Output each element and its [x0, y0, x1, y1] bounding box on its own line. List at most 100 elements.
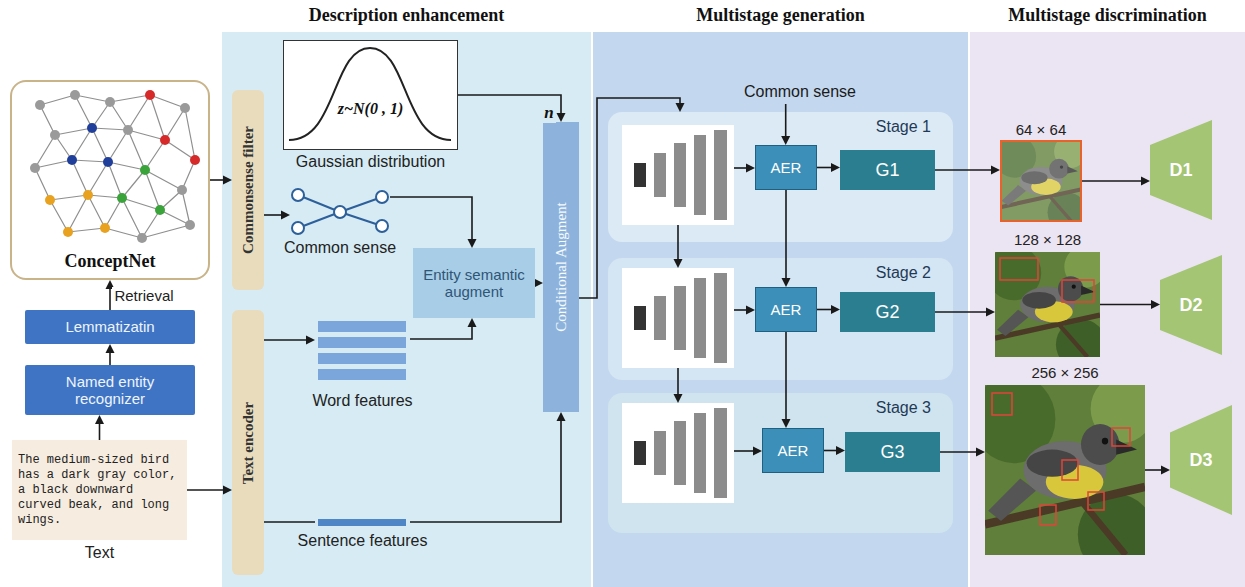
commonsense-graph-icon: [334, 206, 346, 218]
trapezoid-outline: [1160, 255, 1222, 355]
connector-line: [1100, 304, 1153, 306]
generated-image: [1000, 140, 1082, 222]
connector-arrow: [781, 104, 790, 145]
word-feature-bars: [318, 321, 406, 380]
connector-line: [109, 351, 111, 365]
arrow-head: [991, 166, 1000, 175]
generated-image: [972, 375, 1154, 576]
caption: Gaussian distribution: [296, 153, 445, 171]
connector-arrow: [1100, 300, 1160, 309]
connector-arrow: [264, 335, 315, 344]
knowledge-graph: [177, 185, 187, 195]
connector-line: [817, 309, 833, 311]
stage-label: Stage 1: [876, 118, 931, 136]
connector-arrow: [824, 446, 845, 455]
output-image: 256 × 256: [985, 385, 1145, 555]
knowledge-graph: [67, 155, 77, 165]
knowledge-graph: [103, 157, 113, 167]
arrow-head: [1141, 177, 1150, 186]
connector-line: [785, 104, 787, 138]
arrow-head: [281, 211, 290, 220]
arrow-head: [557, 412, 566, 421]
knowledge-graph: [50, 130, 60, 140]
word-feature-bars: [318, 353, 406, 364]
connector-line: [817, 167, 833, 169]
arrow-head: [831, 305, 840, 314]
feature-flow-arrows: [734, 167, 747, 169]
section-panel: Multistage discrimination64 × 64D1128 × …: [970, 0, 1245, 587]
connector-line: [109, 287, 111, 310]
feature-flow-arrows: [674, 259, 683, 268]
arrow-head: [836, 446, 845, 455]
encoder-icon: [714, 130, 727, 220]
connector-line: [785, 332, 787, 421]
output-image: 64 × 64: [1000, 140, 1082, 222]
connector-line: [824, 450, 838, 452]
trapezoid-outline: [1150, 120, 1212, 220]
gaussian-curve: [289, 48, 451, 140]
node-label: D3: [1189, 450, 1212, 471]
caption: Text: [85, 544, 114, 562]
process-box: Lemmatizatin: [25, 310, 195, 344]
encoder-icon: [622, 268, 734, 368]
connector-arrow: [782, 190, 791, 287]
panel-heading: Multistage generation: [593, 5, 968, 26]
knowledge-graph: [70, 90, 80, 100]
arrow-head: [831, 163, 840, 172]
caption: Common sense: [284, 239, 396, 257]
knowledge-graph: [117, 193, 127, 203]
encoder-icon: [674, 143, 686, 207]
connector-arrow: [579, 98, 685, 298]
module-bar: Text encoder: [232, 310, 264, 575]
generated-image: [987, 246, 1107, 370]
encoder-icon: [622, 403, 734, 503]
node-label: G1: [875, 160, 899, 181]
generated-image: [993, 135, 1086, 232]
commonsense-graph-icon: [376, 220, 388, 232]
encoder-icon: [622, 403, 734, 503]
generator-box: G2: [840, 292, 935, 332]
arrow-head: [781, 136, 790, 145]
feature-bar: Sentence features: [315, 516, 410, 528]
generated-image: [1000, 258, 1038, 280]
connector-arrow: [782, 332, 791, 428]
commonsense-graph-icon: [292, 222, 304, 234]
node-label: G2: [875, 302, 899, 323]
connector-line: [935, 169, 993, 171]
node-label: AER: [771, 159, 802, 176]
node-label: AER: [778, 442, 809, 459]
connector-line: [940, 451, 978, 453]
word-feature-bars: [318, 337, 406, 348]
connector-line: [410, 325, 472, 339]
encoder-icon: [694, 278, 706, 358]
arrow-head: [782, 278, 791, 287]
knowledge-graph: [35, 95, 195, 238]
size-label: 256 × 256: [1031, 364, 1098, 382]
connector-arrow: [410, 318, 477, 339]
encoder-icon: [634, 163, 646, 187]
stage-band: Stage 2AERG2: [608, 258, 953, 380]
connector-line: [264, 521, 315, 523]
node-label: Lemmatizatin: [65, 318, 154, 335]
knowledge-graph: [185, 220, 195, 230]
arrow-head: [468, 239, 477, 248]
panel-heading: Description enhancement: [222, 5, 591, 26]
input-sentence: The medium-sized bird has a dark gray co…: [18, 453, 181, 528]
knowledge-graph-box: ConceptNet: [10, 80, 210, 280]
encoder-icon: [634, 306, 646, 330]
node-label: D2: [1179, 295, 1202, 316]
knowledge-graph: [35, 100, 45, 110]
encoder-icon: [634, 441, 646, 465]
knowledge-graph: [123, 125, 133, 135]
arrow-head: [106, 344, 115, 353]
stage-band: Stage 3AERG3: [608, 393, 953, 533]
encoder-icon: [654, 153, 666, 197]
section-panel: Description enhancement z~N(0 , 1) Gaussia…: [222, 0, 591, 587]
aer-box: AER: [755, 145, 817, 190]
discriminator-shape: D1: [1150, 120, 1212, 220]
connector-line: [1145, 469, 1163, 471]
formula: z~N(0 , 1): [284, 100, 457, 118]
connector-arrow: [458, 95, 566, 122]
connector-line: [187, 489, 225, 491]
encoder-icon: [654, 431, 666, 475]
